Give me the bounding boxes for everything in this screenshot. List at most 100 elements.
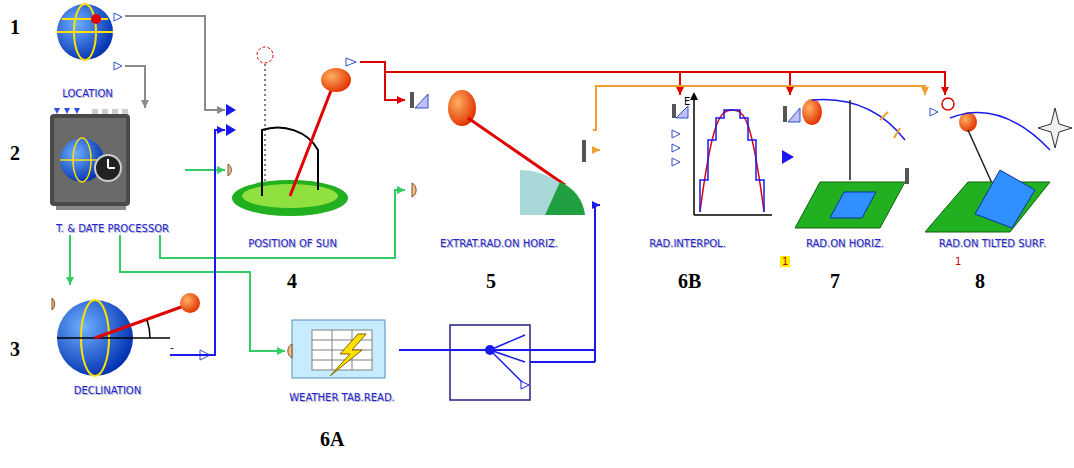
arrow-head [941,87,949,95]
declination-icon-part [57,337,170,339]
block-label: EXTRAT.RAD.ON HORIZ. [438,238,560,250]
declination-icon-part [180,293,200,313]
block-label: DECLINATION [72,385,143,397]
callout-number: 5 [486,270,496,293]
icon-mark: 1 [955,256,961,267]
location-globe-part [62,18,108,20]
sun-position-icon-part [228,164,231,176]
tilted-radiation-icon-part [942,98,954,110]
signal-connector [360,62,405,104]
block-icon: EXTRAT.RAD.ON HORIZ. [405,80,593,250]
interpolation-icon [672,92,772,215]
date-processor-icon-part [122,109,128,114]
sun-position-icon-part [290,88,332,196]
date-processor-icon-part [54,118,126,202]
connector-line [120,235,285,351]
arrow-head [592,201,600,209]
connector-line [399,205,600,350]
arrow-head [397,186,405,194]
location-globe-part [91,14,101,24]
callout-number: 1 [10,16,20,39]
date-processor-icon-part [74,108,80,114]
block-label: POSITION OF SUN [246,238,339,250]
interpolation-icon-part [694,214,772,216]
signal-connector [66,235,74,285]
callout-number: 2 [10,142,20,165]
signal-splitter-part [490,350,525,385]
signal-connector [360,62,684,95]
signal-splitter-part [521,381,529,389]
sun-position-icon-part [321,68,351,92]
arrow-head [66,277,74,285]
date-processor-icon-part [92,109,98,114]
date-processor-icon-part [95,155,121,181]
block-icon: LOCATION [50,0,125,100]
signal-connector [360,62,794,95]
block-icon: RAD.ON HORIZ. [775,95,915,250]
horizontal-radiation-icon-part [880,112,888,120]
sun-position-icon-part [262,128,318,196]
signal-connector [593,86,929,130]
block-icon: T. & DATE PROCESSOR [40,108,185,235]
block-icon: DECLINATION [45,285,170,397]
connector-line [170,130,225,355]
splitter-wire [594,350,596,362]
block-label: WEATHER TAB.READ. [287,392,397,404]
tilted-radiation-icon-part [1038,108,1072,148]
icon-mark: 1 [780,256,790,267]
signal-connector [185,166,225,174]
signal-connector [399,201,600,350]
interpolation-icon-part [676,106,688,118]
signal-connector [160,186,405,258]
declination-icon-part [95,306,184,338]
declination-icon [52,293,210,376]
extraterrestrial-icon-part [545,182,585,215]
icon-mark: - [170,342,174,353]
weather-table-icon-part [288,344,292,358]
arrow-head [921,87,929,95]
horizontal-radiation-icon-part [783,106,787,122]
sun-position-icon-part [226,104,236,116]
block-label: LOCATION [60,88,115,100]
tilted-radiation-icon-part [968,130,995,190]
horizontal-radiation-icon-part [782,150,794,164]
date-processor-icon-part [50,114,130,206]
connector-line [360,62,790,95]
horizontal-radiation-icon-part [802,99,822,125]
arrow-head [217,166,225,174]
weather-table-icon-part [292,320,385,378]
arrow-head [217,106,225,114]
date-processor-icon-part [64,108,70,114]
horizontal-radiation-icon [782,99,909,228]
weather-table-icon [288,320,385,378]
declination-icon-part [147,320,150,338]
block-label: RAD.INTERPOL. [647,238,728,250]
signal-connector [170,126,225,355]
arrow-head [592,146,600,154]
connector-line [593,86,925,130]
date-processor-icon [50,108,130,210]
sun-position-icon-part [346,58,356,66]
extraterrestrial-icon-part [582,140,586,162]
sun-position-icon-part [265,64,266,185]
callout-number: 6B [678,270,701,293]
extraterrestrial-icon-part [415,94,428,108]
connector-line [160,190,405,258]
tilted-radiation-icon-part [950,112,1050,150]
arrow-head [277,347,285,355]
weather-table-icon-part [330,334,366,376]
tilted-radiation-icon-part [975,170,1035,228]
horizontal-radiation-icon-part [894,128,900,138]
weather-table-icon-part [332,330,333,370]
block-icon: RAD.INTERPOL. [600,95,775,250]
arrow-head [397,96,405,104]
callout-number: 8 [975,270,985,293]
horizontal-radiation-icon-part [812,100,905,141]
icon-mark: E [684,96,690,107]
interpolation-icon-part [672,130,680,138]
tilted-radiation-icon-part [930,108,938,116]
weather-table-icon-part [312,360,372,361]
arrow-head [676,87,684,95]
interpolation-icon-part [672,158,680,166]
sun-position-icon-part [232,180,348,216]
